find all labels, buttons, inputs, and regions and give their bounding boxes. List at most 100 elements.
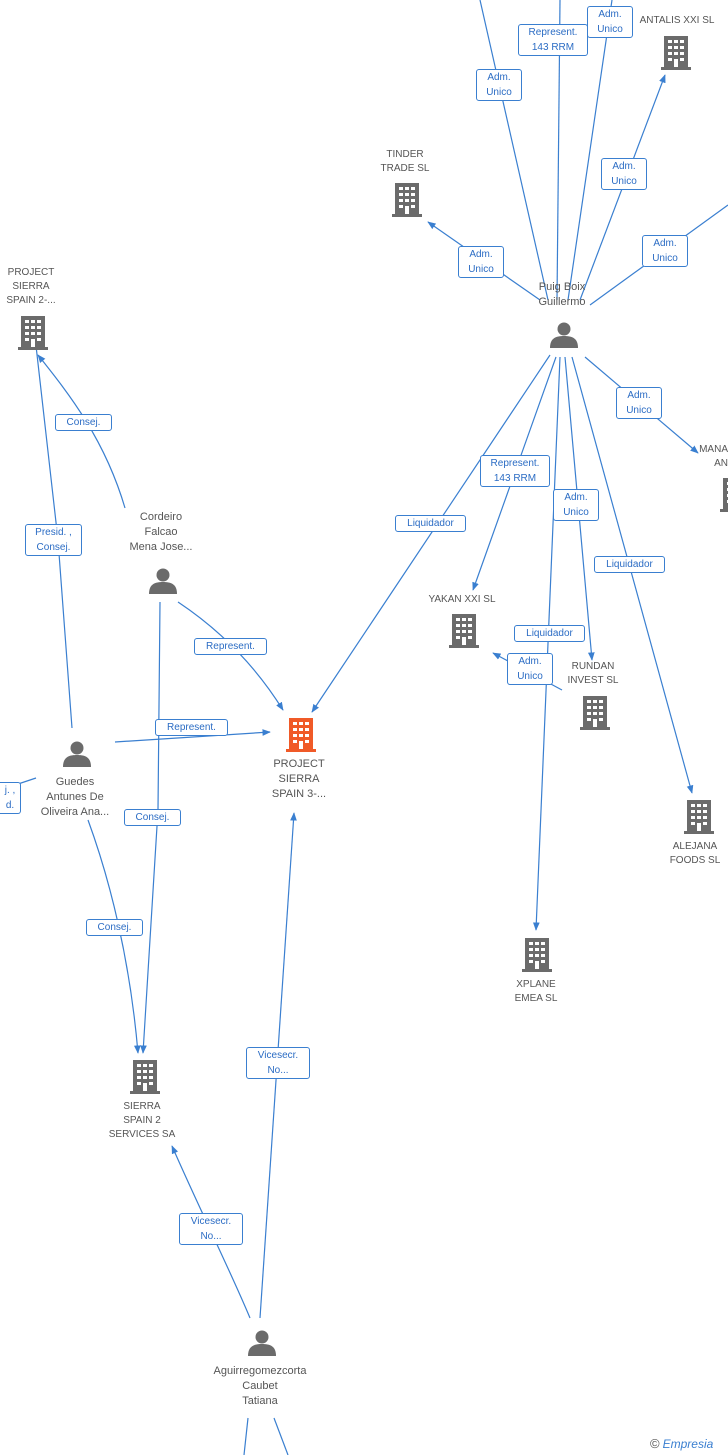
node-text: Antunes De	[46, 791, 104, 803]
edge-label-text: Adm.	[518, 656, 542, 667]
edge-label: Liquidador	[514, 625, 585, 642]
node-text: Oliveira Ana...	[40, 806, 110, 818]
edge	[273, 1417, 289, 1455]
edge	[37, 354, 126, 509]
node-text: Tatiana	[242, 1395, 278, 1407]
edge-label-text: Represent.	[528, 27, 578, 38]
node-text: XPLANE	[516, 979, 556, 990]
node-text: Caubet	[242, 1380, 278, 1392]
node-text: SPAIN 2-...	[6, 295, 56, 306]
node-label-cordeiro[interactable]: Cordeiro Falcao Mena Jose...	[111, 510, 211, 555]
brand-logo: Empresia	[662, 1437, 714, 1451]
node-label-alejana[interactable]: ALEJANA FOODS SL	[662, 840, 728, 868]
node-text: ALEJANA	[672, 841, 718, 852]
building-icon[interactable]	[18, 316, 48, 350]
edge-label-text: Represent.	[490, 458, 540, 469]
edge-label: Adm.Unico	[476, 69, 522, 101]
node-text: TRADE SL	[380, 163, 430, 174]
edge	[532, 356, 561, 931]
node-label-xplane[interactable]: XPLANE EMEA SL	[496, 978, 576, 1006]
person-icon[interactable]	[248, 1330, 276, 1357]
node-text: RUNDAN	[571, 661, 615, 672]
person-icon[interactable]	[63, 741, 91, 768]
edge-label-text: Unico	[563, 507, 589, 518]
edge-label: Represent.143 RRM	[480, 455, 550, 487]
edge	[114, 729, 271, 743]
edge	[311, 354, 551, 713]
node-text: Falcao	[144, 526, 178, 538]
edge-label-text: Unico	[597, 24, 623, 35]
edge-label-text: Adm.	[564, 492, 588, 503]
focus-building-icon[interactable]	[286, 718, 316, 752]
person-icon[interactable]	[149, 568, 177, 595]
edge-label: Represent. 143 RRM	[518, 24, 588, 56]
node-text: Mena Jose...	[129, 541, 193, 553]
edge-label-text: Unico	[611, 176, 637, 187]
building-icon[interactable]	[684, 800, 714, 834]
node-text: SERVICES SA	[108, 1129, 176, 1140]
edge-label: Vicesecr.No...	[179, 1213, 243, 1245]
node-text: SIERRA	[123, 1101, 161, 1112]
edge-label: Consej.	[124, 809, 181, 826]
edge-label-text: Represent.	[206, 641, 255, 652]
node-text: TINDER	[386, 149, 424, 160]
node-text: YAKAN XXI SL	[428, 594, 496, 605]
building-icon[interactable]	[580, 696, 610, 730]
building-icon[interactable]	[661, 36, 691, 70]
node-label-rundan[interactable]: RUNDAN INVEST SL	[553, 660, 633, 688]
edge-label-text: Represent.	[167, 722, 216, 733]
edge-label-text: Adm.	[487, 72, 511, 83]
edge-label: Adm.Unico	[642, 235, 688, 267]
node-label-antalis[interactable]: ANTALIS XXI SL	[632, 14, 722, 28]
edge-label: Adm. Unico	[616, 387, 662, 419]
edge	[567, 0, 613, 301]
node-text: ANTALIS XXI SL	[639, 15, 715, 26]
edge-label-text: 143 RRM	[531, 42, 575, 53]
edge	[140, 601, 161, 1054]
edge-label: Adm. Unico	[507, 653, 553, 685]
node-text: PROJECT	[273, 758, 325, 770]
edge-label: Liquidador	[395, 515, 466, 532]
node-text: Guedes	[55, 776, 95, 788]
edge-label: Vicesecr.No...	[246, 1047, 310, 1079]
edge-label-text: Unico	[626, 405, 652, 416]
edge-label: Presid. ,Consej.	[25, 524, 82, 556]
edge	[479, 0, 549, 301]
node-text: SIERRA	[278, 773, 320, 785]
building-icon[interactable]	[522, 938, 552, 972]
edge-label: Liquidador	[594, 556, 665, 573]
node-text: INVEST SL	[567, 675, 619, 686]
node-text: SPAIN 3-...	[271, 788, 327, 800]
node-text: FOODS SL	[669, 855, 721, 866]
edge-label: Represent.	[194, 638, 267, 655]
node-label-mana[interactable]: MANA AN	[690, 443, 728, 471]
watermark: ©Empresia	[650, 1436, 713, 1451]
edge-label: Represent.	[155, 719, 228, 736]
node-label-project-sierra-2[interactable]: PROJECT SIERRA SPAIN 2-...	[0, 266, 62, 308]
node-label-tinder[interactable]: TINDER TRADE SL	[365, 148, 445, 176]
person-icon[interactable]	[550, 322, 578, 349]
node-text: AN	[714, 458, 728, 469]
node-label-guedes[interactable]: Guedes Antunes De Oliveira Ana...	[25, 775, 125, 820]
node-label-project-sierra-3[interactable]: PROJECT SIERRA SPAIN 3-...	[254, 757, 344, 802]
edge-label-text: Vicesecr.	[257, 1050, 299, 1061]
edge-label-text: Unico	[517, 671, 543, 682]
edge-label-text: Unico	[468, 264, 494, 275]
edge-label-text: Adm.	[653, 238, 677, 249]
edge-label-text: Adm.	[598, 9, 622, 20]
node-label-aguirregomezcorta[interactable]: Aguirregomezcorta Caubet Tatiana	[195, 1364, 325, 1409]
node-text: Aguirregomezcorta	[213, 1365, 307, 1377]
building-icon[interactable]	[130, 1060, 160, 1094]
edge-label-text: Adm.	[469, 249, 493, 260]
edge-label-text: Adm.	[627, 390, 651, 401]
edge-label-text: Consej.	[66, 417, 101, 428]
edge-label: Consej.	[86, 919, 143, 936]
node-label-sierra-2-services[interactable]: SIERRA SPAIN 2 SERVICES SA	[97, 1100, 187, 1142]
node-label-puig-boix[interactable]: Puig Boix Guillermo	[522, 280, 602, 310]
node-label-yakan[interactable]: YAKAN XXI SL	[412, 593, 512, 607]
edge-label: j. ,d.	[0, 782, 21, 814]
building-icon[interactable]	[449, 614, 479, 648]
building-icon[interactable]	[392, 183, 422, 217]
edge-label-text: Consej.	[36, 542, 71, 553]
building-icon[interactable]	[720, 478, 728, 512]
